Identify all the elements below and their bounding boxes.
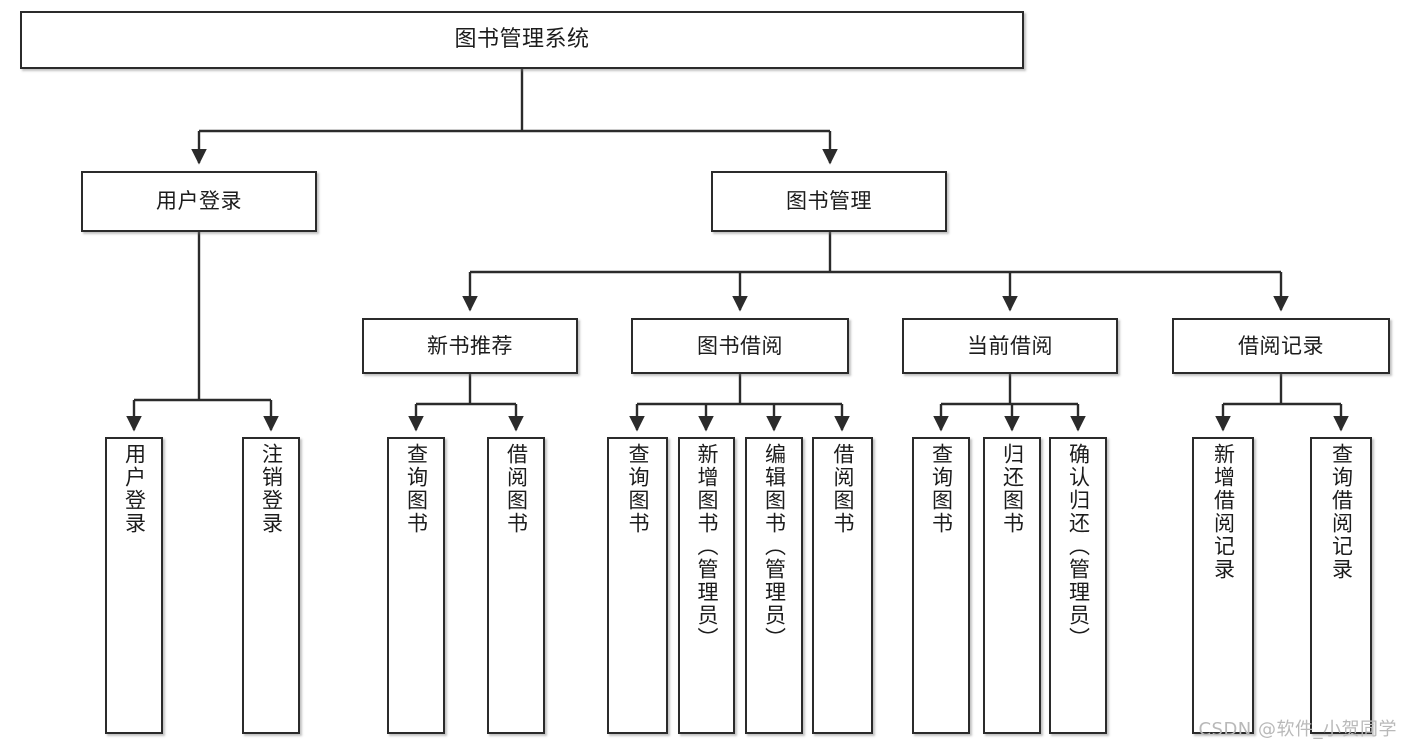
node-leaf-query-borrow-record[interactable]: 查询借阅记录 (1310, 437, 1372, 734)
node-leaf-query-book-1[interactable]: 查询图书 (387, 437, 445, 734)
node-leaf-query-book-2-label: 查询图书 (625, 443, 650, 535)
node-leaf-return-book-label: 归还图书 (1000, 443, 1025, 535)
node-borrow-record[interactable]: 借阅记录 (1172, 318, 1390, 374)
node-leaf-logout-login[interactable]: 注销登录 (242, 437, 300, 734)
node-leaf-add-book-admin-label: 新增图书（管理员） (694, 443, 719, 650)
node-current-borrow-label: 当前借阅 (967, 333, 1053, 358)
node-leaf-query-book-2[interactable]: 查询图书 (607, 437, 668, 734)
node-leaf-borrow-book-2[interactable]: 借阅图书 (812, 437, 873, 734)
watermark-text: CSDN @软件_小贺同学 (1198, 719, 1397, 740)
node-leaf-add-borrow-record-label: 新增借阅记录 (1211, 443, 1236, 581)
node-book-manage[interactable]: 图书管理 (711, 171, 947, 232)
node-root-label: 图书管理系统 (454, 27, 590, 53)
node-leaf-return-book[interactable]: 归还图书 (983, 437, 1041, 734)
node-leaf-user-login-label: 用户登录 (122, 443, 147, 535)
node-leaf-add-book-admin[interactable]: 新增图书（管理员） (678, 437, 735, 734)
node-new-book-recommend-label: 新书推荐 (427, 333, 513, 358)
node-leaf-query-book-3-label: 查询图书 (929, 443, 954, 535)
node-borrow-record-label: 借阅记录 (1238, 333, 1324, 358)
node-leaf-query-book-1-label: 查询图书 (404, 443, 429, 535)
node-leaf-query-borrow-record-label: 查询借阅记录 (1329, 443, 1354, 581)
node-leaf-confirm-return[interactable]: 确认归还（管理员） (1049, 437, 1107, 734)
node-leaf-edit-book-admin-label: 编辑图书（管理员） (762, 443, 787, 650)
node-leaf-user-login[interactable]: 用户登录 (105, 437, 163, 734)
node-current-borrow[interactable]: 当前借阅 (902, 318, 1118, 374)
node-new-book-recommend[interactable]: 新书推荐 (362, 318, 578, 374)
node-leaf-add-borrow-record[interactable]: 新增借阅记录 (1192, 437, 1254, 734)
node-book-borrow-label: 图书借阅 (697, 333, 783, 358)
node-leaf-query-book-3[interactable]: 查询图书 (912, 437, 970, 734)
node-leaf-logout-login-label: 注销登录 (259, 443, 284, 535)
node-book-manage-label: 图书管理 (786, 189, 872, 214)
node-leaf-edit-book-admin[interactable]: 编辑图书（管理员） (745, 437, 803, 734)
node-leaf-borrow-book-2-label: 借阅图书 (830, 443, 855, 535)
node-user-login[interactable]: 用户登录 (81, 171, 317, 232)
node-leaf-borrow-book-1-label: 借阅图书 (504, 443, 529, 535)
node-leaf-confirm-return-label: 确认归还（管理员） (1066, 443, 1091, 650)
node-leaf-borrow-book-1[interactable]: 借阅图书 (487, 437, 545, 734)
node-book-borrow[interactable]: 图书借阅 (631, 318, 849, 374)
node-user-login-label: 用户登录 (156, 189, 242, 214)
node-root[interactable]: 图书管理系统 (20, 11, 1024, 69)
